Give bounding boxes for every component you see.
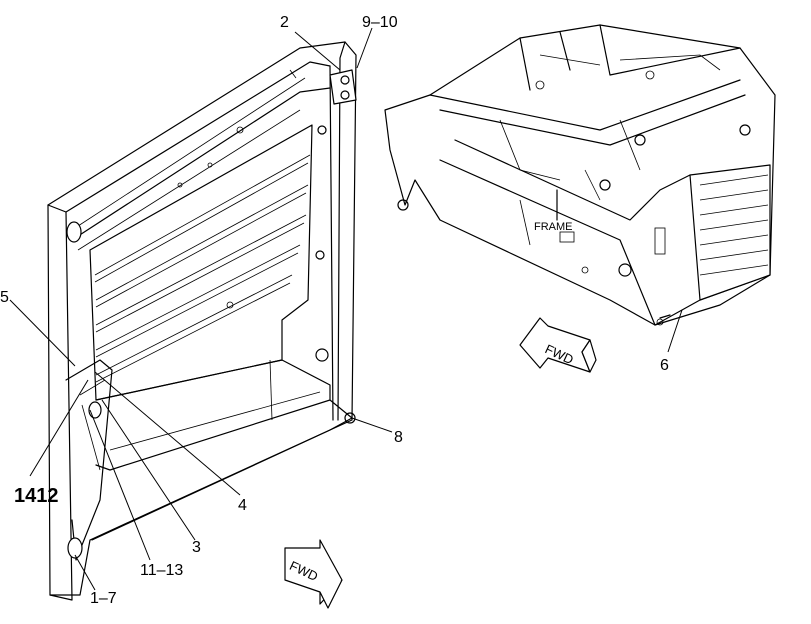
frame-label: FRAME (534, 221, 573, 233)
callout-1412: 1412 (14, 485, 59, 507)
callout-6: 6 (660, 357, 669, 374)
machine-frame-assembly (384, 24, 776, 326)
callout-8: 8 (394, 429, 403, 446)
callout-3: 3 (192, 539, 201, 556)
callout-9-10: 9–10 (362, 14, 398, 31)
callout-4: 4 (238, 497, 247, 514)
callout-5: 5 (0, 289, 9, 306)
leader-lines (9, 27, 683, 591)
callout-2: 2 (280, 14, 289, 31)
fwd-arrow-left: FWD (284, 539, 343, 609)
door-panel-assembly (47, 41, 357, 601)
callout-11-13: 11–13 (140, 562, 183, 579)
fwd-arrow-right: FWD (519, 317, 597, 373)
callout-1-7: 1–7 (90, 590, 117, 607)
